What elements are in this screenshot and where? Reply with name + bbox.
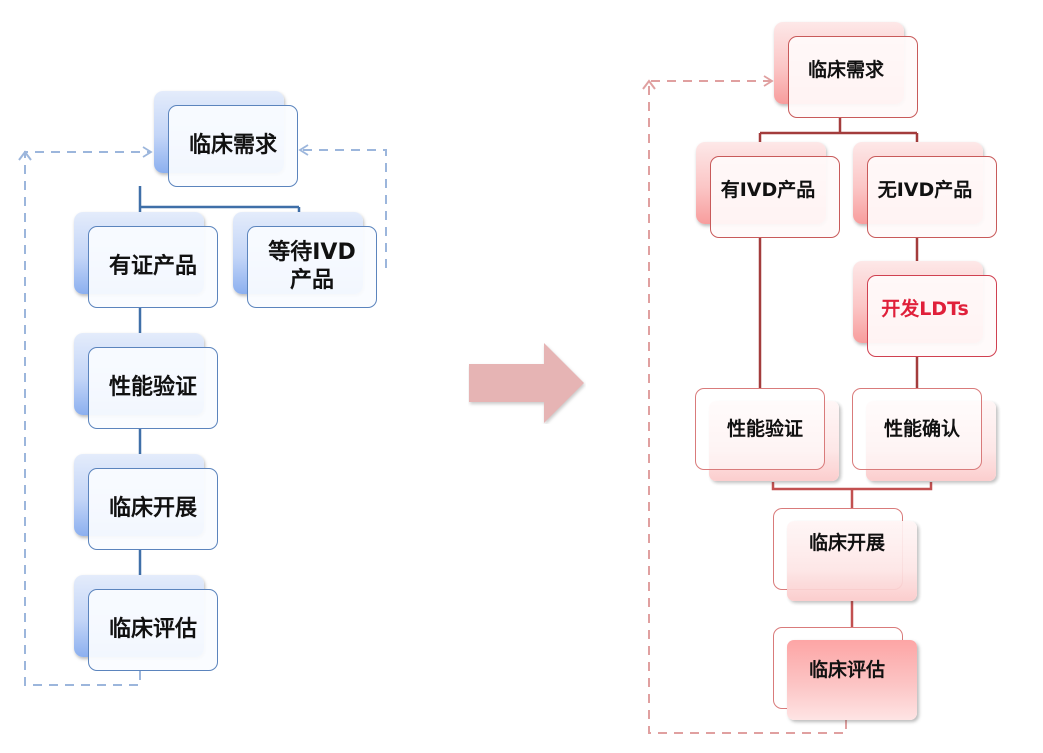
node-label: 临床需求 <box>807 59 884 81</box>
left-node-wait-ivd-product: 等待IVD 产品 <box>233 212 377 308</box>
node-box <box>247 226 377 308</box>
node-label: 有IVD产品 <box>720 179 816 201</box>
left-feedback-evaluation-to-need <box>24 146 153 686</box>
right-node-performance-verification: 性能验证 <box>695 388 839 481</box>
node-box <box>695 388 825 470</box>
node-label-line: 等待IVD <box>268 240 356 265</box>
left-node-clinical-implementation: 临床开展 <box>74 454 218 550</box>
node-box <box>788 36 918 118</box>
node-box <box>852 388 982 470</box>
node-label: 临床需求 <box>188 133 277 158</box>
left-node-clinical-evaluation: 临床评估 <box>74 575 218 671</box>
right-feedback-evaluation-to-need <box>648 75 847 734</box>
node-label: 临床评估 <box>808 659 885 681</box>
right-node-clinical-need: 临床需求 <box>774 22 918 118</box>
node-shadow <box>787 521 917 601</box>
node-box <box>867 156 997 238</box>
right-edge-need-to-branches <box>758 117 919 155</box>
right-feedback-arrowhead-up <box>642 79 656 90</box>
node-label: 无IVD产品 <box>877 179 973 201</box>
node-box <box>168 105 298 187</box>
left-edge-need-to-branches <box>138 186 301 226</box>
node-label: 临床评估 <box>108 617 197 642</box>
node-box <box>88 589 218 671</box>
right-arrow-icon <box>469 343 584 423</box>
node-shadow <box>787 640 917 720</box>
node-box <box>88 226 218 308</box>
right-node-has-ivd-product: 有IVD产品 <box>696 142 840 238</box>
right-node-performance-confirmation: 性能确认 <box>852 388 996 481</box>
left-node-certified-product: 有证产品 <box>74 212 218 308</box>
node-box <box>867 275 997 357</box>
node-box <box>710 156 840 238</box>
node-label: 临床开展 <box>808 532 885 554</box>
right-node-no-ivd-product: 无IVD产品 <box>853 142 997 238</box>
node-label: 性能验证 <box>108 375 197 400</box>
left-feedback-wait-to-need <box>298 144 387 268</box>
node-label-line: 产品 <box>289 268 334 293</box>
node-label: 开发LDTs <box>881 298 969 320</box>
right-node-develop-ldts: 开发LDTs <box>853 261 997 357</box>
left-feedback-arrowhead-up <box>18 150 32 161</box>
node-box <box>88 468 218 550</box>
node-label: 临床开展 <box>108 496 197 521</box>
node-label: 性能验证 <box>726 418 803 440</box>
right-node-clinical-implementation: 临床开展 <box>773 508 917 601</box>
node-label: 性能确认 <box>883 418 960 440</box>
right-node-clinical-evaluation: 临床评估 <box>773 627 917 720</box>
left-node-clinical-need: 临床需求 <box>154 91 298 187</box>
right-edge-merge-to-implementation <box>771 482 933 508</box>
node-label: 有证产品 <box>108 254 197 279</box>
left-node-performance-verification: 性能验证 <box>74 333 218 429</box>
node-label: 等待IVD 产品 <box>247 226 377 308</box>
node-box <box>88 347 218 429</box>
